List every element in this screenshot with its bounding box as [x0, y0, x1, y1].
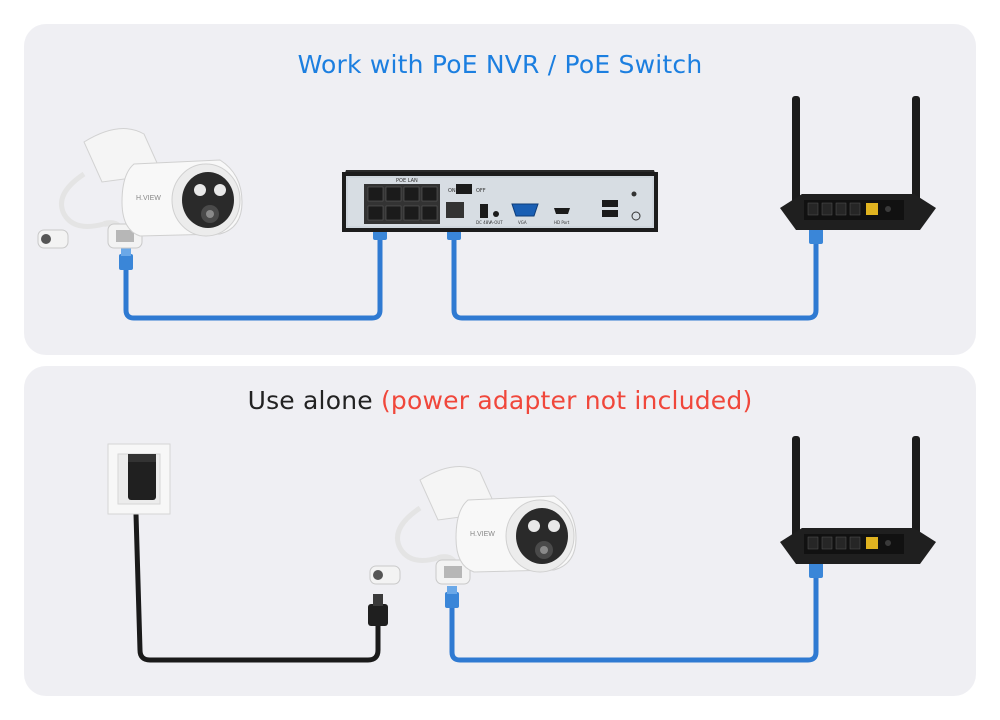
camera-brand-top: H.VIEW: [136, 195, 161, 202]
panel-use-alone: Use alone (power adapter not included): [24, 366, 976, 696]
nvr-dc-label: DC 48V: [476, 220, 491, 225]
panel-poe-nvr: Work with PoE NVR / PoE Switch: [24, 24, 976, 355]
nvr-hdmi-label: HD Port: [554, 220, 570, 225]
nvr-vga-label: VGA: [518, 220, 527, 225]
title-use-alone: Use alone: [247, 386, 381, 415]
nvr-poe-label: POE LAN: [396, 178, 418, 184]
nvr-off-label: OFF: [476, 188, 486, 194]
ethernet-cable-nvr-router: [451, 235, 819, 321]
diagram-standalone: H.VIEW: [107, 436, 936, 663]
ethernet-cable-camera-router: [449, 569, 819, 663]
bullet-camera-icon: H.VIEW: [37, 128, 243, 249]
nvr-on-label: ON: [448, 188, 456, 194]
wifi-router-icon: [780, 96, 936, 230]
wifi-router-icon: [780, 436, 936, 564]
power-adapter-icon: [128, 454, 156, 500]
ethernet-connector-icon: [445, 586, 459, 608]
nvr-aout-label: A-OUT: [490, 220, 503, 225]
diagram-poe-nvr: H.VIEW POE LAN ON OFF DC 48V: [37, 96, 936, 321]
title-adapter-note: (power adapter not included): [380, 386, 753, 415]
panel-title-standalone: Use alone (power adapter not included): [24, 386, 976, 415]
nvr-recorder-icon: POE LAN ON OFF DC 48V A-OUT VGA HD Port: [342, 170, 658, 232]
ethernet-connector-icon: [119, 248, 133, 270]
bullet-camera-icon: H.VIEW: [369, 466, 577, 585]
ethernet-connector-icon: [809, 228, 823, 244]
ethernet-cable-camera-nvr: [123, 235, 383, 321]
panel-title-poe: Work with PoE NVR / PoE Switch: [297, 50, 703, 79]
dc-barrel-plug-icon: [368, 594, 388, 626]
ethernet-connector-icon: [809, 562, 823, 578]
camera-brand-bottom: H.VIEW: [470, 531, 495, 538]
power-cable: [133, 511, 381, 663]
